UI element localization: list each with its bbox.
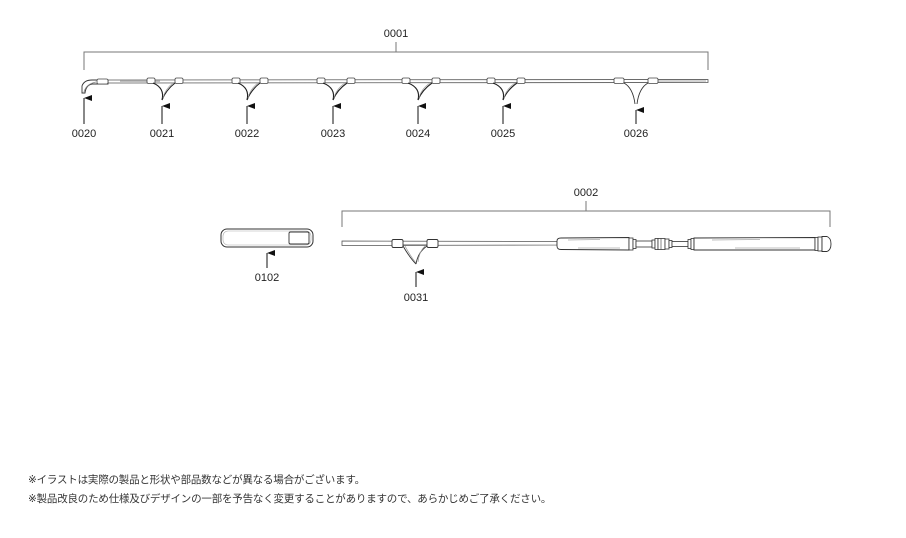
butt-guide-label: 0031 [404, 292, 428, 304]
reel-seat [635, 238, 695, 250]
tip-section-bracket [83, 51, 709, 70]
tip-top-guide-label: 0020 [72, 128, 96, 140]
guide-6[interactable] [613, 77, 659, 105]
rod-case[interactable] [220, 228, 314, 248]
fore-grip [556, 237, 637, 251]
tip-top-guide[interactable] [81, 78, 109, 94]
guide-6-label: 0026 [624, 128, 648, 140]
guide-2-label: 0022 [235, 128, 259, 140]
rear-grip [693, 237, 816, 251]
guide-5-label: 0025 [491, 128, 515, 140]
butt-section-blank [341, 240, 558, 246]
butt-section-label: 0002 [574, 187, 598, 199]
disclaimer-note-spec-change: ※製品改良のため仕様及びデザインの一部を予告なく変更することがありますので、あら… [28, 493, 552, 505]
disclaimer-notes: ※イラストは実際の製品と形状や部品数などが異なる場合がございます。 ※製品改良の… [28, 471, 551, 509]
butt-guide[interactable] [391, 239, 439, 265]
guide-3[interactable] [316, 77, 356, 101]
rod-case-label: 0102 [255, 272, 279, 284]
tip-section-assembly[interactable]: 0001 [81, 28, 709, 105]
butt-section-bracket [341, 210, 831, 227]
guide-3-label: 0023 [321, 128, 345, 140]
tip-section-label: 0001 [384, 28, 408, 40]
guide-4-label: 0024 [406, 128, 430, 140]
guide-5[interactable] [486, 77, 526, 101]
butt-cap [814, 236, 832, 252]
butt-section-assembly[interactable]: 0002 [341, 187, 832, 265]
guide-2[interactable] [231, 77, 269, 101]
disclaimer-note-illustration: ※イラストは実際の製品と形状や部品数などが異なる場合がございます。 [28, 474, 365, 486]
guide-1-label: 0021 [150, 128, 174, 140]
guide-4[interactable] [401, 77, 441, 101]
guide-1[interactable] [146, 77, 184, 101]
